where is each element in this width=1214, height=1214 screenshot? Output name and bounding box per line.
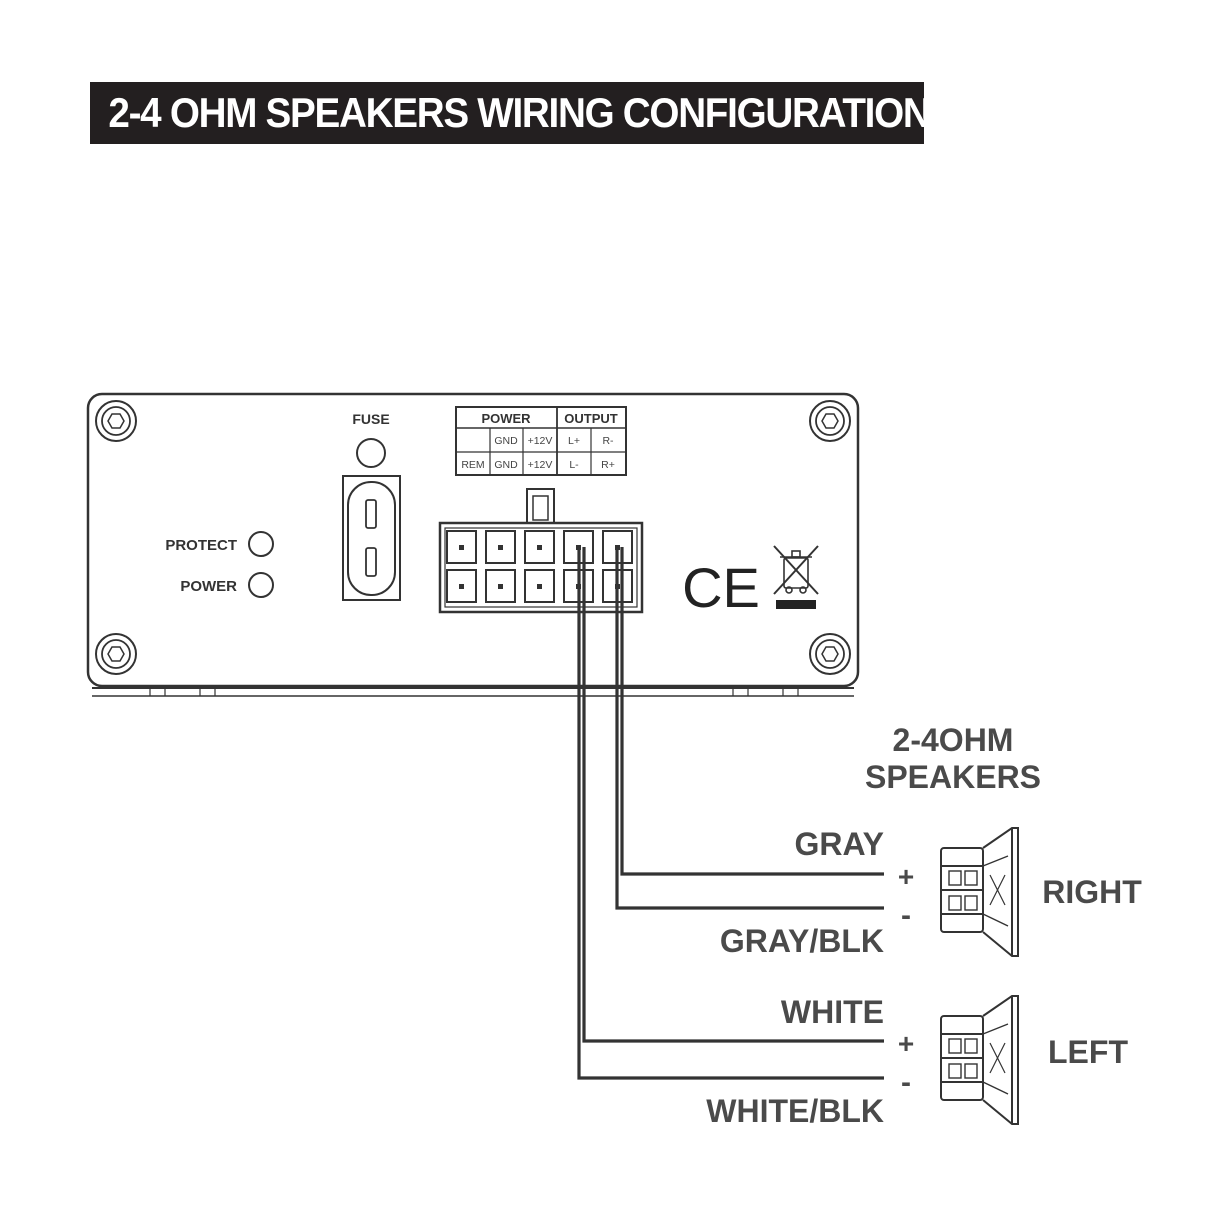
screw-top-left: [95, 400, 137, 442]
right-plus-sign: +: [898, 861, 914, 892]
power-led-label: POWER: [180, 578, 237, 595]
wire-gray-blk: [615, 547, 884, 910]
power-led: [248, 572, 274, 598]
right-minus-sign: -: [901, 899, 911, 932]
pin-r2-c1: REM: [461, 459, 484, 471]
weee-bar: [776, 600, 816, 609]
left-plus-sign: +: [898, 1028, 914, 1059]
pin-r2-c5: R+: [601, 459, 615, 471]
speakers-heading-line1: 2-4OHM: [893, 722, 1014, 758]
pinout-table: [455, 406, 627, 476]
connector-pins: [459, 545, 620, 589]
pin-r2-c2: GND: [494, 459, 518, 471]
screw-top-right: [809, 400, 851, 442]
screw-bottom-left: [95, 633, 137, 675]
pin-r1-c4: L+: [568, 435, 580, 447]
pinout-power-header: POWER: [481, 411, 531, 426]
pin-r1-c2: GND: [494, 435, 518, 447]
wire-label-gray-blk: GRAY/BLK: [720, 923, 884, 959]
wire-white-blk: [577, 547, 884, 1080]
wire-label-gray: GRAY: [794, 826, 884, 862]
fuse-holder: [342, 475, 401, 601]
page-title: 2-4 OHM SPEAKERS WIRING CONFIGURATION: [108, 89, 930, 136]
left-speaker-icon: [940, 995, 1019, 1125]
title-banner: 2-4 OHM SPEAKERS WIRING CONFIGURATION: [90, 82, 931, 144]
right-speaker-label: RIGHT: [1042, 874, 1142, 910]
screw-bottom-right: [809, 633, 851, 675]
protect-led-label: PROTECT: [165, 537, 237, 554]
ce-mark: CE: [682, 556, 760, 619]
speakers-heading-line2: SPEAKERS: [865, 759, 1041, 795]
pin-r2-c4: L-: [569, 459, 579, 471]
wire-gray: [620, 547, 884, 876]
fuse-label: FUSE: [352, 411, 389, 427]
pin-r1-c3: +12V: [528, 435, 553, 447]
wires: [577, 547, 884, 1080]
pin-r2-c3: +12V: [528, 459, 553, 471]
amplifier-panel: [86, 392, 860, 697]
fuse-indicator: [356, 438, 386, 468]
left-speaker-label: LEFT: [1048, 1034, 1128, 1070]
pin-r1-c5: R-: [602, 435, 614, 447]
left-minus-sign: -: [901, 1066, 911, 1099]
protect-led: [248, 531, 274, 557]
wire-label-white: WHITE: [781, 994, 884, 1030]
pinout-output-header: OUTPUT: [564, 411, 618, 426]
wiring-connector: [438, 488, 644, 614]
wire-label-white-blk: WHITE/BLK: [706, 1093, 884, 1129]
wire-white: [582, 547, 884, 1043]
right-speaker-icon: [940, 827, 1019, 957]
weee-bin-icon: [773, 545, 819, 595]
